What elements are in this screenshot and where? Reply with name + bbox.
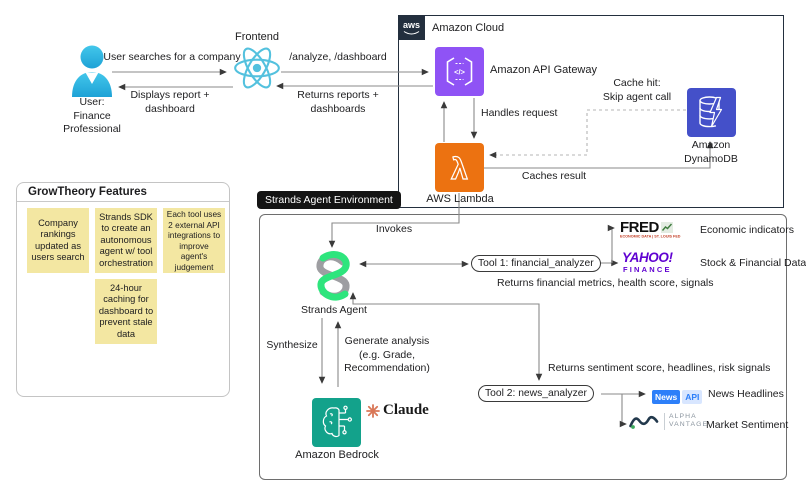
api-gateway-icon: </> xyxy=(435,47,484,96)
user-icon xyxy=(72,45,112,97)
user-label: User: Finance Professional xyxy=(63,96,121,135)
returns-arrow-label: Returns reports + dashboards xyxy=(297,89,379,115)
handles-request-label: Handles request xyxy=(481,107,558,119)
displays-arrow-label: Displays report + dashboard xyxy=(130,89,210,115)
newsapi-news-text: News xyxy=(652,390,681,404)
claude-logo: Claude xyxy=(366,402,429,419)
amazon-cloud-box xyxy=(398,15,784,208)
features-panel-header: GrowTheory Features xyxy=(17,183,229,202)
tool1-returns-label: Returns financial metrics, health score,… xyxy=(497,277,714,289)
claude-starburst-icon xyxy=(366,403,380,418)
frontend-label: Frontend xyxy=(234,31,280,43)
alpha-vantage-desc-label: Market Sentiment xyxy=(706,419,789,431)
features-panel-title: GrowTheory Features xyxy=(28,186,147,198)
yahoo-logo-text: YAHOO! xyxy=(622,250,673,265)
lambda-label: AWS Lambda xyxy=(426,193,494,205)
alpha-vantage-wave-icon xyxy=(629,415,659,429)
search-arrow-label: User searches for a company xyxy=(103,51,241,63)
fred-desc-label: Economic indicators xyxy=(700,224,794,236)
sticky-note: Each tool uses 2 external API integratio… xyxy=(163,208,225,273)
fred-chart-icon xyxy=(660,222,673,233)
newsapi-api-text: API xyxy=(682,390,703,404)
strands-agent-icon xyxy=(316,251,350,301)
features-panel: GrowTheory Features Company rankings upd… xyxy=(16,182,230,397)
tool2-returns-label: Returns sentiment score, headlines, risk… xyxy=(548,362,771,374)
amazon-cloud-title: Amazon Cloud xyxy=(432,22,505,34)
fred-logo: FRED ECONOMIC DATA | ST. LOUIS FED xyxy=(620,219,681,239)
sticky-note: Strands SDK to create an autonomous agen… xyxy=(95,208,157,273)
yahoo-finance-text: FINANCE xyxy=(622,265,672,274)
svg-text:</>: </> xyxy=(454,68,465,77)
newsapi-desc-label: News Headlines xyxy=(708,388,784,400)
sticky-note: 24-hour caching for dashboard to prevent… xyxy=(95,279,157,344)
generate-analysis-label: Generate analysis (e.g. Grade, Recommend… xyxy=(344,335,430,374)
yahoo-desc-label: Stock & Financial Data xyxy=(700,257,806,269)
dynamodb-label: Amazon DynamoDB xyxy=(684,139,738,165)
react-icon xyxy=(234,47,280,89)
bedrock-icon xyxy=(312,398,361,447)
claude-logo-text: Claude xyxy=(383,402,429,418)
strands-env-title: Strands Agent Environment xyxy=(257,191,401,209)
sticky-note: Company rankings updated as users search xyxy=(27,208,89,273)
svg-text:λ: λ xyxy=(451,153,468,186)
strands-env-box xyxy=(259,214,787,480)
aws-logo: aws xyxy=(398,15,425,40)
yahoo-finance-logo: YAHOO! FINANCE xyxy=(622,250,673,275)
bedrock-label: Amazon Bedrock xyxy=(295,449,379,461)
strands-agent-label: Strands Agent xyxy=(301,304,367,316)
alpha-vantage-logo: ALPHA VANTAGE xyxy=(628,410,708,432)
aws-logo-text: aws xyxy=(403,20,420,30)
fred-logo-text: FRED xyxy=(620,219,659,236)
api-gateway-label: Amazon API Gateway xyxy=(490,64,597,76)
invokes-label: Invokes xyxy=(375,223,413,235)
dynamodb-icon xyxy=(687,88,736,137)
tool2-pill: Tool 2: news_analyzer xyxy=(478,385,594,402)
lambda-icon: λ xyxy=(435,143,484,192)
cache-hit-label: Cache hit: Skip agent call xyxy=(602,77,672,103)
caches-result-label: Caches result xyxy=(521,170,587,182)
tool1-pill: Tool 1: financial_analyzer xyxy=(471,255,601,272)
routes-arrow-label: /analyze, /dashboard xyxy=(289,51,387,63)
synthesize-label: Synthesize xyxy=(266,339,318,351)
